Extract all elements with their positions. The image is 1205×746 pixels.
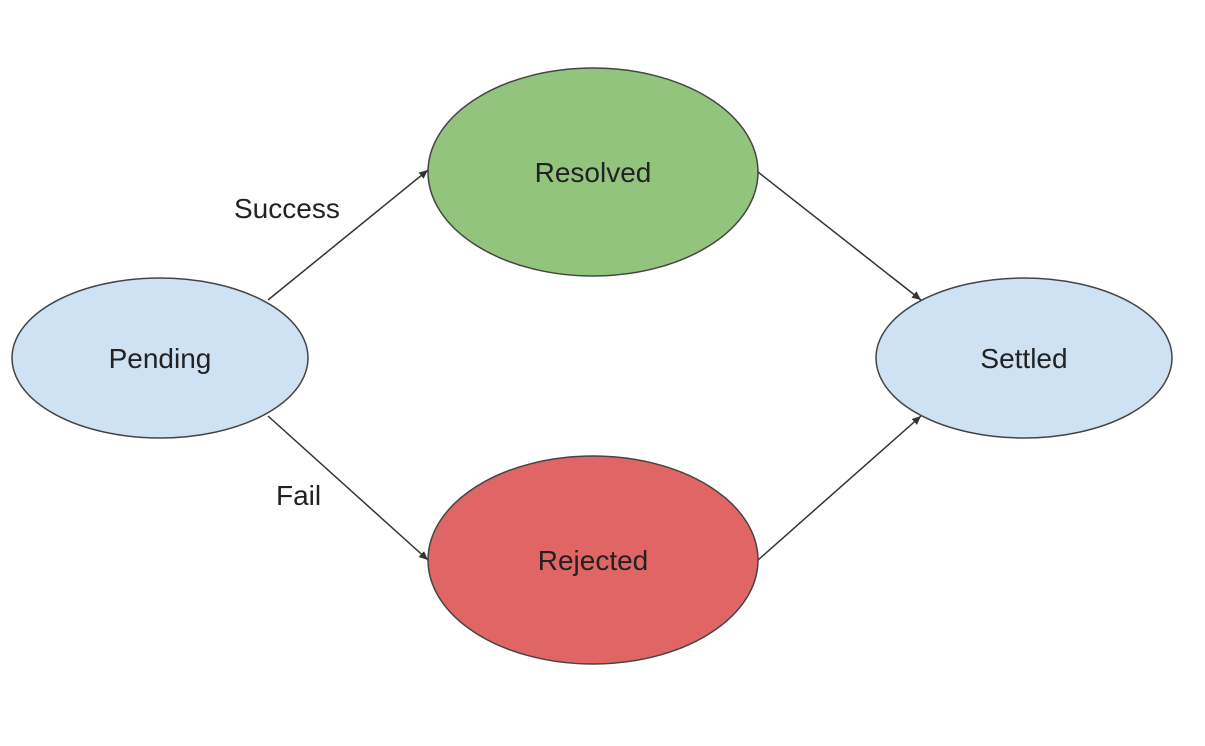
- node-resolved-shape: [427, 67, 759, 277]
- node-rejected-shape: [427, 455, 759, 665]
- node-settled-label: Settled: [980, 343, 1067, 374]
- edge-label-success: Success: [234, 193, 340, 224]
- edge-pending-rejected: [267, 415, 429, 561]
- node-resolved: Resolved: [427, 67, 759, 277]
- edge-pending-resolved: [267, 169, 429, 301]
- edge-rejected-settled: [757, 415, 922, 561]
- node-settled-shape: [875, 277, 1173, 439]
- edge-label-fail: Fail: [276, 480, 321, 511]
- edges: [267, 169, 922, 561]
- edge-resolved-settled: [757, 171, 922, 301]
- node-settled: Settled: [875, 277, 1173, 439]
- node-resolved-label: Resolved: [535, 157, 652, 188]
- node-rejected-label: Rejected: [538, 545, 649, 576]
- node-pending: Pending: [11, 277, 309, 439]
- node-pending-label: Pending: [109, 343, 212, 374]
- node-pending-shape: [11, 277, 309, 439]
- node-rejected: Rejected: [427, 455, 759, 665]
